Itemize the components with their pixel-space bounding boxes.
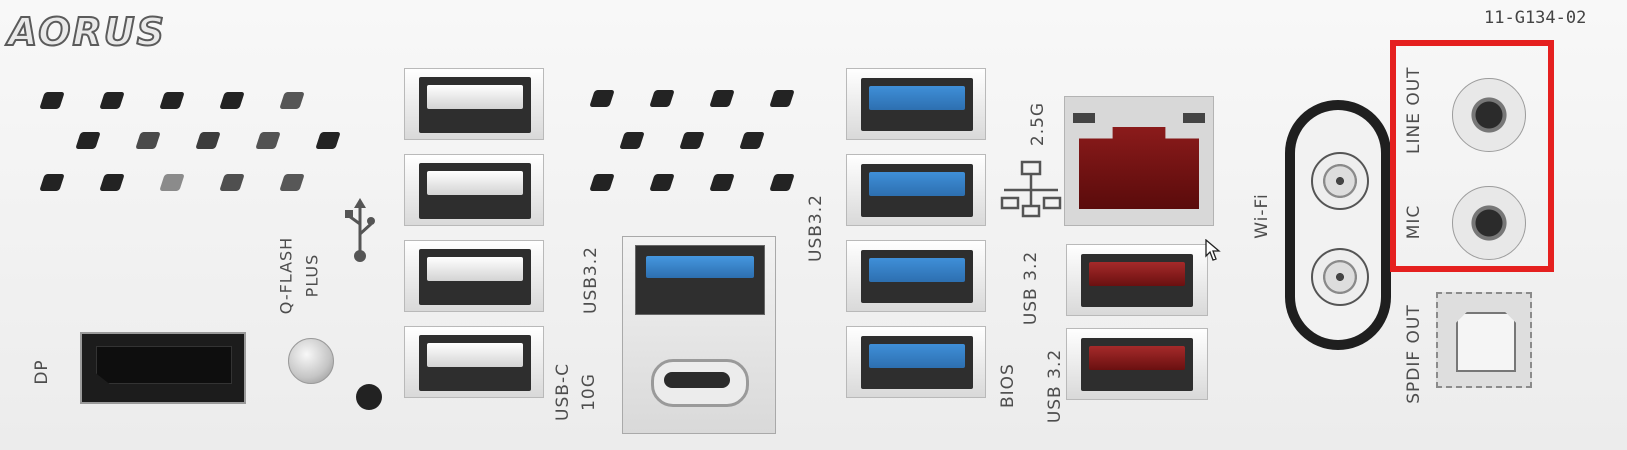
usb-c-port[interactable] [651,359,749,407]
vent [219,174,245,191]
usb32-left-label: USB3.2 [581,246,601,314]
usb-tongue [427,257,523,281]
usb-cavity [419,77,531,133]
vent [39,92,65,109]
usb-cavity [419,249,531,305]
vent [279,92,305,109]
usb32-right-label: USB 3.2 [1021,250,1041,326]
usb-tongue [869,86,965,110]
usb-port[interactable] [404,68,544,140]
usb-tongue [1089,346,1185,370]
vent [679,132,705,149]
spdif-out-port[interactable] [1436,292,1532,388]
antenna-connector-bottom[interactable] [1311,248,1369,306]
usb-c-socket [664,372,730,388]
usb-cavity [1081,338,1193,391]
led-right [1183,113,1205,123]
vent [99,92,125,109]
dp-label: DP [32,359,52,385]
vent [739,132,765,149]
vent [219,92,245,109]
usb-port[interactable] [1066,244,1208,316]
vent [649,90,675,107]
usb-icon [345,198,375,262]
antenna-connector-top[interactable] [1311,152,1369,210]
spdif-socket [1456,312,1516,372]
vent [159,174,185,191]
usbc-label: USB-C [553,363,573,421]
vent [75,132,101,149]
usb-port[interactable] [404,240,544,312]
vent [649,174,675,191]
wifi-antenna-module [1285,100,1391,350]
usb-combo-module [622,236,776,434]
vent [769,90,795,107]
displayport-socket [96,346,232,384]
bios-flashback-usb-port[interactable] [1066,328,1208,400]
ethernet-socket [1079,127,1199,209]
usb-tongue [869,172,965,196]
vent [315,132,341,149]
vent [619,132,645,149]
usb-tongue [427,85,523,109]
vent [159,92,185,109]
usb-tongue [869,344,965,368]
usb-port[interactable] [404,326,544,398]
vent [195,132,221,149]
usb-tongue [427,343,523,367]
usb-cavity [419,335,531,391]
vent [709,90,735,107]
usb-tongue [427,171,523,195]
usb32-port[interactable] [635,245,765,315]
mic-jack[interactable] [1452,186,1526,260]
audio-highlight-box [1390,40,1554,272]
led-left [1073,113,1095,123]
vent [279,174,305,191]
usb-port[interactable] [846,68,986,140]
usb-port[interactable] [846,326,986,398]
vent [769,174,795,191]
cursor-icon [1205,239,1221,261]
brand-logo: AORUS [7,9,167,55]
model-number: 11-G134-02 [1484,8,1587,28]
qflash-plus-label: PLUS [302,253,322,298]
usb-cavity [861,164,973,217]
usb-cavity [1081,254,1193,307]
usb-port[interactable] [404,154,544,226]
usb-cavity [861,78,973,131]
vent [39,174,65,191]
vent [589,174,615,191]
usbc-speed-label: 10G [579,373,599,411]
usb-cavity [861,250,973,303]
usb-tongue [1089,262,1185,286]
reset-hole [356,384,382,410]
usb-port[interactable] [846,240,986,312]
qflash-label: Q-FLASH [276,236,296,315]
usb-tongue [646,256,754,278]
vent [135,132,161,149]
usb32-mid-label: USB3.2 [806,194,826,262]
line-out-jack[interactable] [1452,78,1526,152]
usb-port[interactable] [846,154,986,226]
spdif-out-label: SPDIF OUT [1404,304,1424,404]
usb-cavity [419,163,531,219]
ethernet-port[interactable] [1064,96,1214,226]
usb-tongue [869,258,965,282]
qflash-plus-button[interactable] [288,338,334,384]
wifi-module-face [1295,110,1381,340]
vent [709,174,735,191]
bios-usb-label: USB 3.2 [1045,348,1065,424]
vent [99,174,125,191]
usb-cavity [861,336,973,389]
lan-speed-label: 2.5G [1028,101,1048,147]
wifi-label: Wi-Fi [1252,193,1272,239]
bios-label: BIOS [998,363,1018,408]
vent [255,132,281,149]
displayport-connector[interactable] [80,332,246,404]
vent [589,90,615,107]
network-icon [1000,160,1062,218]
